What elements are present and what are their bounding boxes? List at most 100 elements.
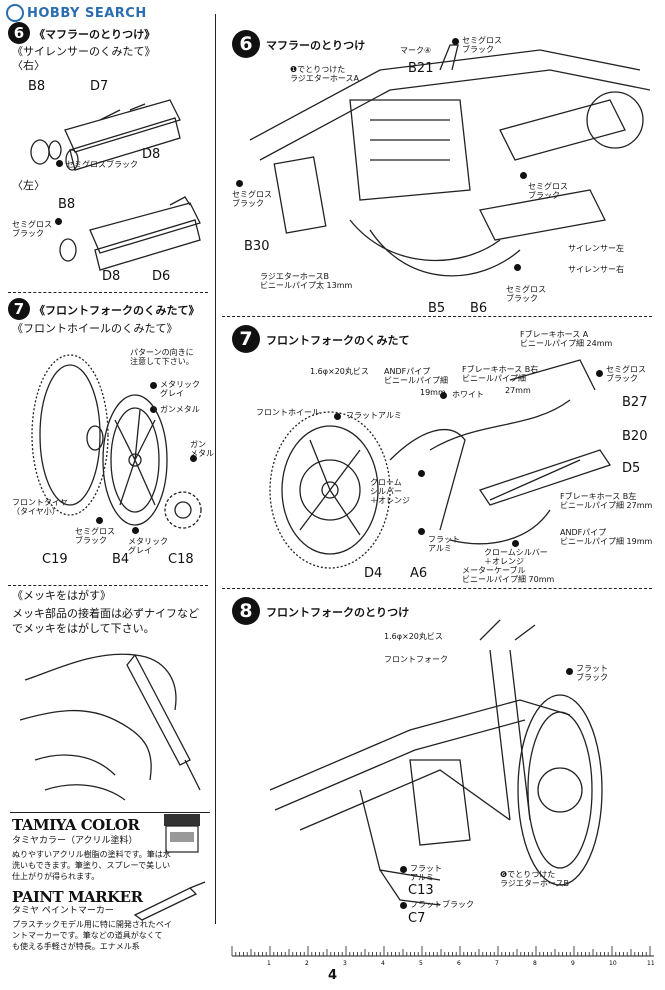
- right-step7-part-b27: B27: [622, 395, 648, 410]
- right-step7-brake-hose-a: Fブレーキホース A ビニールパイプ細 24mm: [520, 330, 613, 349]
- tamiya-color-body: ぬりやすいアクリル樹脂の塗料です。筆は水 洗いもできます。筆塗り、スプレーで美し…: [12, 850, 171, 881]
- paint-marker-dot: [132, 527, 139, 534]
- paint-marker-dot: [96, 517, 103, 524]
- left-step7-title: 《フロントフォークのくみたて》: [34, 304, 200, 317]
- right-step7-chrome-silver: クローム シルバー ＋オレンジ: [370, 478, 410, 506]
- right-step8-part-c13: C13: [408, 883, 434, 898]
- right-step8-flat-black: フラット ブラック: [576, 664, 608, 683]
- fork-mounting-illustration: [269, 619, 603, 906]
- muffler-assembly-illustration: [249, 44, 651, 277]
- left-step6-note-right: セミグロスブラック: [66, 160, 138, 169]
- paint-marker-dot: [512, 540, 519, 547]
- right-step7-front-wheel: フロントホイール: [256, 408, 320, 417]
- silencer-right-illustration: [30, 99, 181, 171]
- section-divider-left-7-plating: [8, 585, 208, 586]
- right-step8-part-c7: C7: [408, 911, 426, 926]
- marker-pen-icon: [133, 881, 206, 921]
- right-step7-number: 7: [232, 325, 260, 353]
- paint-marker-body: プラスチックモデル用に特に開発されたペイ ントマーカーです。筆などの道具がなくて…: [12, 920, 172, 951]
- knife-hand-illustration: [19, 653, 201, 801]
- tamiya-color-brand: TAMIYA COLOR: [12, 816, 140, 834]
- left-step6-part-d8: D8: [142, 147, 161, 162]
- right-step8-screw: 1.6φ×20丸ビス: [384, 632, 443, 641]
- right-step8-front-fork: フロントフォーク: [384, 655, 448, 664]
- right-step6-semi-gloss-top: セミグロス ブラック: [462, 36, 502, 55]
- right-step6-semi-gloss-left: セミグロス ブラック: [232, 190, 272, 209]
- section-divider-right-7-8: [222, 588, 652, 589]
- front-fork-assembly-illustration: [269, 359, 612, 569]
- left-step6-part-d8-left: D8: [102, 269, 121, 284]
- paint-marker-dot: [440, 392, 447, 399]
- left-step6-title: 《マフラーのとりつけ》: [34, 28, 156, 41]
- right-step7-flat-aluminum: フラットアルミ: [346, 411, 402, 420]
- paint-marker-dot: [514, 264, 521, 271]
- watermark-text: HOBBY SEARCH: [27, 5, 147, 21]
- paint-marker-dot: [236, 180, 243, 187]
- left-step7-pattern-note: パターンの向きに 注意して下さい。: [130, 348, 194, 367]
- left-step7-tire: フロントタイヤ （タイヤ小）: [12, 498, 68, 517]
- right-step6-silencer-left: サイレンサー左: [568, 244, 624, 253]
- right-step6-semi-gloss-mid: セミグロス ブラック: [528, 182, 568, 201]
- left-step7-metallic-grey-2: メタリック グレイ: [128, 537, 168, 556]
- ruler-label: 5: [419, 960, 423, 967]
- ruler-label: 6: [457, 960, 461, 967]
- ruler-label: 8: [533, 960, 537, 967]
- left-step6-part-d7: D7: [90, 79, 109, 94]
- paint-jar-icon: [164, 814, 200, 853]
- plating-body: メッキ部品の接着面は必ずナイフなど でメッキをはがして下さい。: [12, 607, 199, 636]
- right-step6-part-b5: B5: [428, 301, 446, 316]
- ruler-label: 7: [495, 960, 499, 967]
- page-number: 4: [328, 968, 338, 983]
- left-step7-part-c19: C19: [42, 552, 68, 567]
- right-step7-flat-aluminum-2: フラット アルミ: [428, 535, 460, 554]
- right-step7-andf-pipe: ANDFパイプ ビニールパイプ細: [384, 367, 448, 386]
- right-step7-white: ホワイト: [452, 390, 484, 399]
- column-divider: [215, 14, 216, 924]
- paint-marker-dot: [418, 528, 425, 535]
- paint-marker-dot: [400, 902, 407, 909]
- left-step6-left-label: 〈左〉: [12, 179, 45, 192]
- tamiya-color-name: タミヤカラー（アクリル塗料）: [12, 836, 138, 846]
- left-step7-subtitle: 《フロントホイールのくみたて》: [12, 322, 178, 335]
- left-step6-right-label: 〈右〉: [12, 59, 45, 72]
- right-step8-flat-aluminum: フラット アルミ: [410, 864, 442, 883]
- paint-marker-dot: [400, 866, 407, 873]
- left-step6-part-b8-left: B8: [58, 197, 76, 212]
- paint-marker-dot: [55, 218, 62, 225]
- right-step8-hose-b: ❻でとりつけた ラジエターホースB: [500, 870, 569, 889]
- tamiya-color-box: [10, 812, 210, 883]
- right-step6-title: マフラーのとりつけ: [266, 39, 366, 52]
- right-step6-semi-gloss-bottom: セミグロス ブラック: [506, 285, 546, 304]
- front-wheel-illustration: [31, 354, 202, 529]
- paint-marker-dot: [596, 370, 603, 377]
- paint-marker-dot: [56, 160, 63, 167]
- paint-marker-dot: [150, 406, 157, 413]
- section-divider-left-6-7: [8, 292, 208, 293]
- paint-marker-name: タミヤ ペイントマーカー: [12, 906, 114, 916]
- right-step7-brake-b-len: 27mm: [505, 386, 531, 395]
- right-step8-number: 8: [232, 597, 260, 625]
- paint-marker-dot: [520, 172, 527, 179]
- paint-marker-dot: [418, 470, 425, 477]
- right-step6-silencer-right: サイレンサー右: [568, 265, 624, 274]
- watermark: HOBBY SEARCH: [6, 4, 147, 22]
- right-step7-part-d4: D4: [364, 566, 383, 581]
- ruler-label: 10: [609, 960, 617, 967]
- watermark-logo-icon: [6, 4, 24, 22]
- right-step8-flat-black-2: フラットブラック: [410, 900, 474, 909]
- right-step6-hose-a: ❶でとりつけた ラジエターホースA: [290, 65, 359, 84]
- left-step7-number: 7: [8, 298, 30, 320]
- ruler-label: 9: [571, 960, 575, 967]
- left-step6-subtitle: 《サイレンサーのくみたて》: [12, 45, 156, 58]
- paint-marker-brand: PAINT MARKER: [12, 888, 143, 906]
- left-step6-note-left: セミグロス ブラック: [12, 220, 52, 239]
- right-step6-part-b30: B30: [244, 239, 270, 254]
- section-divider-right-6-7: [222, 316, 652, 317]
- right-step6-mark: マーク④: [400, 46, 432, 55]
- right-step7-title: フロントフォークのくみたて: [266, 334, 410, 347]
- left-step7-gunmetal: ガンメタル: [160, 405, 200, 414]
- right-step6-number: 6: [232, 30, 260, 58]
- paint-marker-dot: [190, 455, 197, 462]
- right-step8-title: フロントフォークのとりつけ: [266, 606, 410, 619]
